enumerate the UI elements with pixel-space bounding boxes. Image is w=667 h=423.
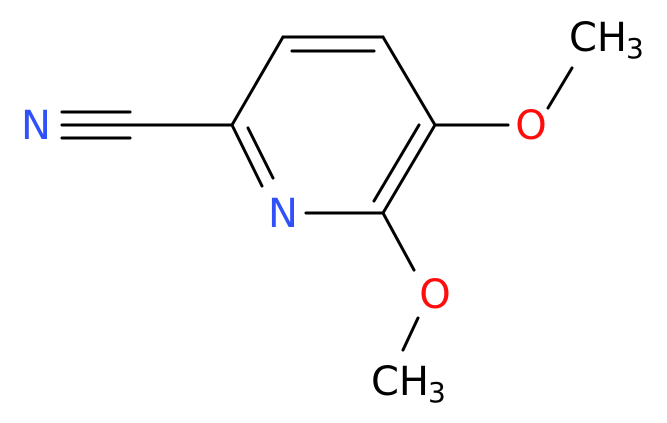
ring-bond-n1-c2-inner	[246, 126, 275, 180]
lower-oxygen-label: O	[419, 272, 450, 318]
ring-bond-c5-c6-inner	[372, 123, 421, 203]
upper-methyl-subscript: 3	[626, 32, 644, 65]
lower-o-ch3-bond	[401, 316, 420, 352]
upper-methyl-label: CH	[569, 15, 627, 61]
lower-methyl-subscript: 3	[428, 376, 446, 409]
ring-bond-c4-c5	[381, 35, 437, 127]
ring-bond-c2-c3	[230, 35, 285, 127]
ring-bond-c5-c6	[381, 123, 437, 215]
lower-methyl-label: CH	[371, 359, 429, 405]
ring-bond-n1-c2	[230, 123, 264, 188]
upper-oxygen-label: O	[515, 103, 546, 149]
nitrile-nitrogen-label: N	[21, 103, 51, 149]
ring-nitrogen-label: N	[268, 191, 298, 237]
bonds	[60, 35, 574, 352]
upper-o-ch3-bond	[546, 66, 574, 110]
c6-o-bond	[381, 211, 416, 272]
